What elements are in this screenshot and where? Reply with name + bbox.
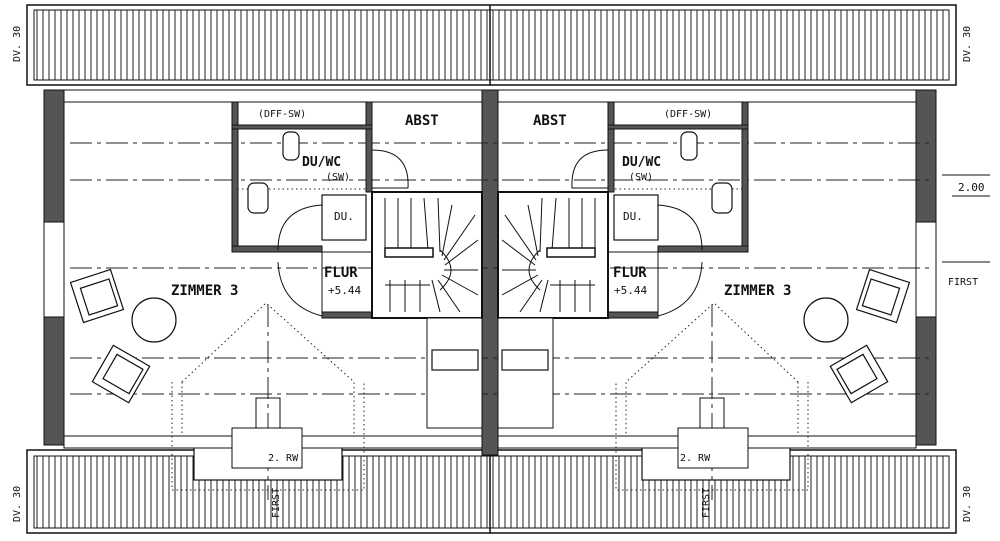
right-bath-label: DU/WC <box>622 155 661 170</box>
right-room-label: ZIMMER 3 <box>724 283 791 299</box>
roof-label-top-right: DV. 30 <box>962 26 973 62</box>
roof-label-bottom-right: DV. 30 <box>962 486 973 522</box>
roof-label-bottom-left: DV. 30 <box>12 486 23 522</box>
right-duct-label: (DFF-SW) <box>664 109 712 120</box>
wall-top-left <box>63 89 483 103</box>
left-shower-label: DU. <box>334 210 354 223</box>
dimension-value: 2.00 <box>958 181 985 194</box>
left-store-label: ABST <box>405 113 439 129</box>
right-hall-label: FLUR <box>613 265 647 281</box>
right-unit <box>497 101 911 500</box>
right-level-label: +5.44 <box>614 284 647 297</box>
roof-label-top-left: DV. 30 <box>12 26 23 62</box>
wall-top-right <box>497 89 917 103</box>
left-bath-sub: (SW) <box>326 172 350 183</box>
roof-bottom <box>26 449 957 534</box>
left-level-label: +5.44 <box>328 284 361 297</box>
right-window-label: 2. RW <box>680 453 711 464</box>
first-label-bottom-left: FIRST <box>271 488 282 518</box>
first-label-bottom-right: FIRST <box>701 488 712 518</box>
roof-top <box>26 4 957 86</box>
right-store-label: ABST <box>533 113 567 129</box>
right-shower-label: DU. <box>623 210 643 223</box>
dimension-marker <box>942 174 990 263</box>
left-unit <box>69 101 483 500</box>
party-wall <box>481 89 499 456</box>
left-duct-label: (DFF-SW) <box>258 109 306 120</box>
left-window-label: 2. RW <box>268 453 299 464</box>
left-hall-label: FLUR <box>324 265 358 281</box>
left-bath-label: DU/WC <box>302 155 341 170</box>
left-room-label: ZIMMER 3 <box>171 283 238 299</box>
right-bath-sub: (SW) <box>629 172 653 183</box>
first-label-right: FIRST <box>948 277 978 288</box>
